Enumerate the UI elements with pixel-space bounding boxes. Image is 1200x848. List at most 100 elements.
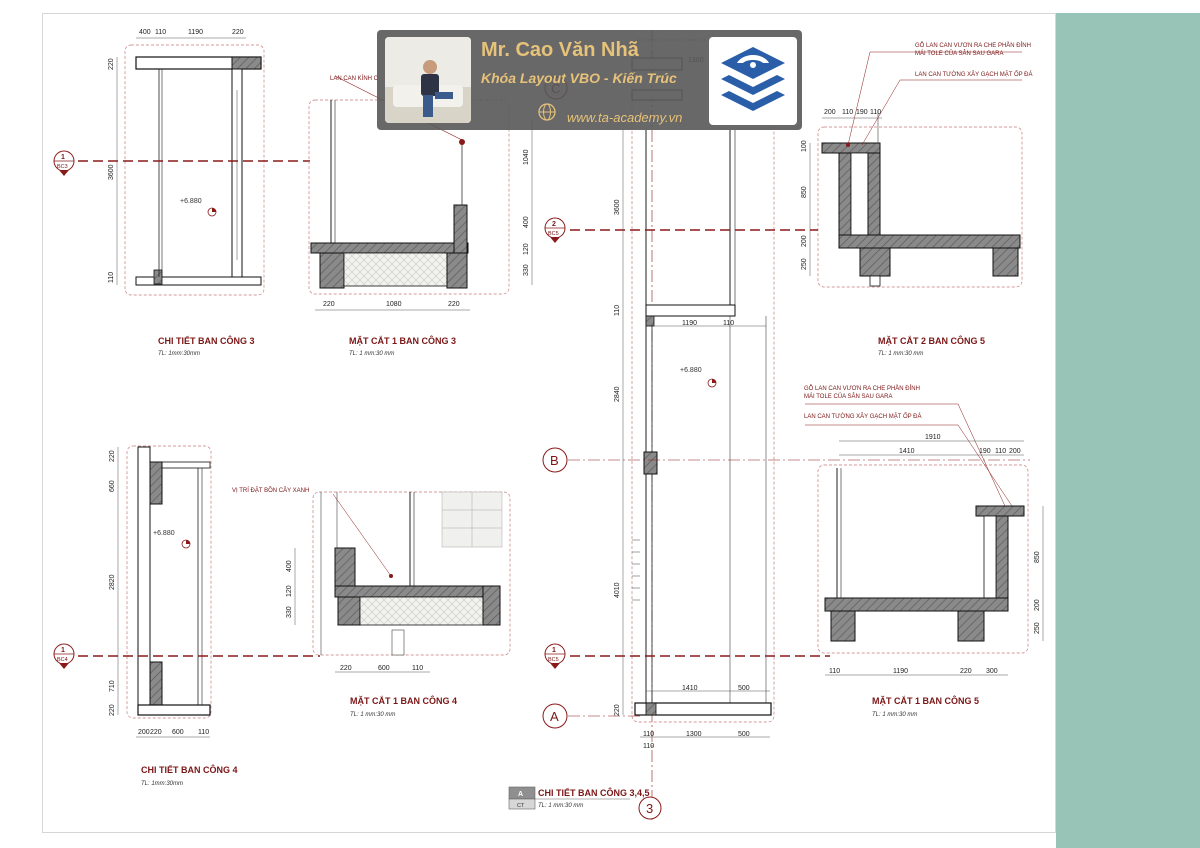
dim-label: 220 (614, 704, 621, 716)
section-2-balcony-5: GỖ LAN CAN VƯƠN RA CHE PHẦN ĐỈNH MÁI TOL… (544, 42, 1033, 357)
instructor-name: Mr. Cao Văn Nhã (481, 39, 639, 61)
drawing-title: CHI TIẾT BAN CÔNG 3 (158, 335, 255, 346)
dim-label: 1410 (682, 685, 698, 692)
dim-label: 250 (1034, 622, 1041, 634)
dim-label: 600 (172, 729, 184, 736)
note-label: LAN CAN KÍNH C (330, 75, 379, 82)
dim-label: 220 (232, 29, 244, 36)
dim-label: 220 (150, 729, 162, 736)
instructor-banner: Mr. Cao Văn Nhã Khóa Layout VBO - Kiến T… (377, 30, 802, 130)
section-marker-number: 1 (61, 154, 65, 161)
dim-label: 110 (614, 305, 621, 316)
dim-label: 400 (139, 29, 151, 36)
grid-axis-label: 3 (646, 801, 653, 816)
drawing-scale: TL: 1 mm:30 mm (872, 712, 917, 718)
dim-label: 220 (960, 668, 972, 675)
drawing-title: MẶT CẮT 1 BAN CÔNG 4 (350, 695, 457, 706)
dim-label: 500 (738, 731, 750, 738)
dim-label: 400 (523, 216, 530, 228)
dim-label: 120 (286, 585, 293, 597)
dim-label: 110 (108, 272, 115, 283)
dim-label: 200 (138, 729, 150, 736)
dim-label: 2820 (109, 574, 116, 590)
dim-label: 3600 (108, 164, 115, 180)
elevation-label: +6.880 (680, 367, 702, 374)
dim-label: 220 (108, 58, 115, 70)
dim-label: 110 (155, 29, 166, 36)
website-link[interactable]: www.ta-academy.vn (567, 110, 683, 125)
dim-label: 4010 (614, 582, 621, 598)
dim-label: 1410 (899, 448, 915, 455)
detail-balcony-4: +6.880 220 660 2820 710 220 200 220 600 … (53, 445, 320, 787)
section-marker-ref: BC3 (57, 164, 68, 170)
dim-label: 220 (340, 665, 352, 672)
dim-label: 200 (1034, 599, 1041, 611)
dim-label: 500 (738, 685, 750, 692)
dim-label: 300 (986, 668, 998, 675)
section-marker-number: 1 (552, 647, 556, 654)
section-marker-ref: BC5 (548, 231, 559, 237)
section-marker-ref: BC4 (57, 657, 68, 663)
note-label: VỊ TRÍ ĐẶT BỒN CÂY XANH (232, 487, 309, 494)
dim-label: 190 (979, 448, 991, 455)
dim-label: 600 (378, 665, 390, 672)
instructor-photo (385, 37, 471, 123)
note-label: MÁI TOLE CỦA SÂN SAU GARA (915, 50, 1003, 57)
academy-logo (709, 37, 797, 125)
dim-label: 100 (801, 140, 808, 152)
dim-label: 120 (523, 243, 530, 255)
dim-label: 110 (995, 448, 1006, 455)
drawing-scale: TL: 1 mm:30 mm (350, 712, 395, 718)
section-1-balcony-4: VỊ TRÍ ĐẶT BỒN CÂY XANH 400 120 330 220 … (232, 487, 511, 718)
note-label: MÁI TOLE CỦA SÂN SAU GARA (804, 393, 892, 400)
note-label: LAN CAN TƯỜNG XÂY GẠCH MẶT ỐP ĐÁ (804, 413, 922, 420)
section-1-balcony-5: GỖ LAN CAN VƯƠN RA CHE PHẦN ĐỈNH MÁI TOL… (544, 385, 1044, 718)
grid-axis-label: A (550, 709, 559, 724)
dim-label: 200 (801, 235, 808, 247)
dim-label: 190 (856, 109, 868, 116)
dim-label: 220 (109, 704, 116, 716)
drawing-scale: TL: 1mm:30mm (158, 351, 200, 357)
dim-label: 220 (109, 450, 116, 462)
sheet-border (42, 13, 1056, 833)
dim-label: 110 (842, 109, 853, 116)
dim-label: 1190 (188, 29, 203, 36)
dim-label: 110 (643, 743, 654, 750)
section-1-balcony-3: LAN CAN KÍNH C 1040 400 120 330 220 1080… (308, 75, 533, 357)
dim-label: 1190 (893, 668, 908, 675)
dim-label: 1190 (682, 320, 697, 327)
drawing-title: MẶT CẮT 1 BAN CÔNG 5 (872, 695, 979, 706)
drawing-scale: TL: 1 mm:30 mm (349, 351, 394, 357)
dim-label: 220 (323, 301, 335, 308)
dim-label: 200 (824, 109, 836, 116)
dim-label: 1300 (686, 731, 702, 738)
dim-label: 710 (109, 680, 116, 692)
dim-label: 110 (198, 729, 209, 736)
dim-label: 220 (448, 301, 460, 308)
section-marker-number: 2 (552, 221, 556, 228)
drawing-title: CHI TIẾT BAN CÔNG 3,4,5 (538, 787, 650, 798)
grid-axis-label: B (550, 453, 559, 468)
dim-label: 1080 (386, 301, 402, 308)
dim-label: 110 (723, 320, 734, 327)
drawing-title: MẶT CẮT 2 BAN CÔNG 5 (878, 335, 985, 346)
dim-label: 1910 (925, 434, 941, 441)
drawing-scale: TL: 1 mm:30 mm (878, 351, 923, 357)
dim-label: 110 (643, 731, 654, 738)
note-label: GỖ LAN CAN VƯƠN RA CHE PHẦN ĐỈNH (804, 385, 920, 392)
dim-label: 250 (801, 258, 808, 270)
globe-icon (538, 103, 556, 121)
elevation-label: +6.880 (153, 530, 175, 537)
dim-label: 330 (286, 606, 293, 618)
note-label: LAN CAN TƯỜNG XÂY GẠCH MẶT ỐP ĐÁ (915, 71, 1033, 78)
detail-balcony-3: +6.880 400 110 1190 220 220 3600 110 1 B… (53, 29, 310, 357)
drawing-title: MẶT CẮT 1 BAN CÔNG 3 (349, 335, 456, 346)
right-side-panel (1056, 13, 1200, 848)
dim-label: 3600 (614, 199, 621, 215)
dim-label: 850 (801, 186, 808, 198)
elevation-label: +6.880 (180, 198, 202, 205)
dim-label: 330 (523, 264, 530, 276)
dim-label: 1040 (523, 149, 530, 165)
